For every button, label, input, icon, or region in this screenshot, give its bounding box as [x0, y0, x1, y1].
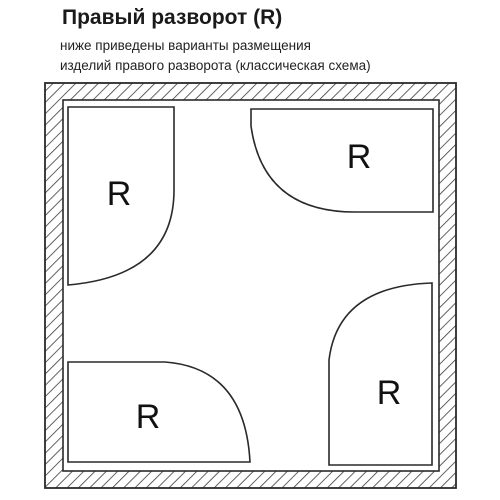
- page-title: Правый разворот (R): [62, 6, 283, 29]
- piece-label: R: [377, 374, 402, 412]
- piece-bottom-left: R: [67, 361, 251, 463]
- piece-label: R: [347, 138, 372, 176]
- piece-top-right: R: [250, 108, 434, 213]
- subtitle-line-1: ниже приведены варианты размещения: [60, 38, 311, 53]
- piece-label: R: [107, 175, 132, 213]
- subtitle-line-2: изделий правого разворота (классическая …: [60, 58, 371, 73]
- piece-top-left: R: [67, 106, 175, 286]
- piece-label: R: [136, 398, 161, 436]
- piece-bottom-right: R: [328, 282, 433, 466]
